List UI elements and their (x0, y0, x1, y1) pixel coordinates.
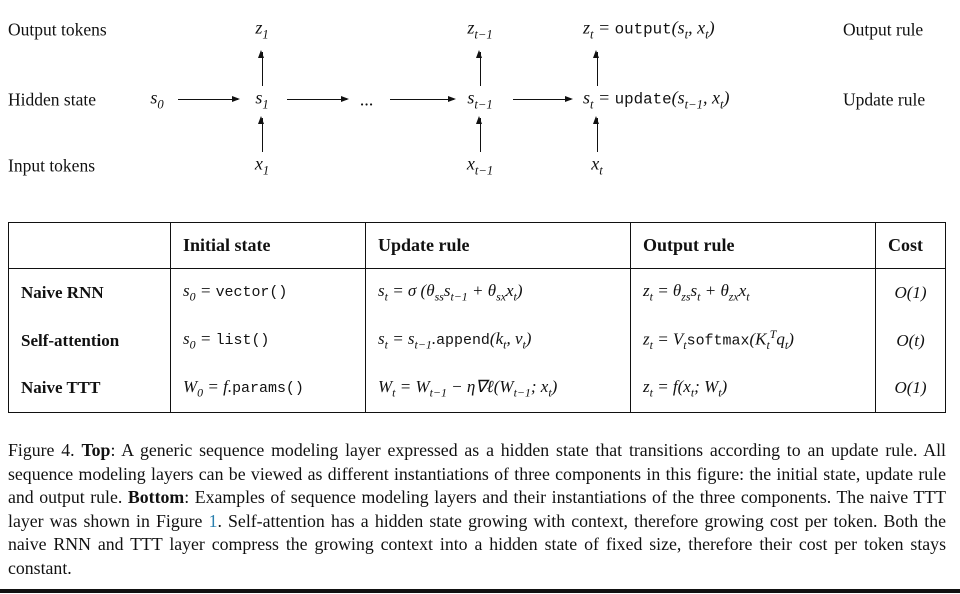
cell-attn-output: zt = Vtsoftmax(KtTqt) (630, 316, 876, 365)
arrow-up-icon (258, 116, 265, 152)
row-label-naive-ttt: Naive TTT (21, 378, 101, 398)
caption-text-segment: Bottom (127, 487, 185, 507)
node-ellipsis: ... (360, 89, 374, 110)
caption-text-segment: . Self-attention has a hidden state grow… (8, 510, 946, 578)
sequence-layer-diagram: Output tokens Hidden state Input tokens … (0, 0, 960, 205)
arrow-right-icon (287, 95, 349, 102)
arrow-up-icon (258, 50, 265, 86)
figure-caption: Figure 4. Top: A generic sequence modeli… (8, 439, 946, 580)
header-initial-state: Initial state (170, 222, 366, 269)
cell-rnn-cost: O(1) (875, 268, 946, 317)
cell-rnn-output: zt = θzsst + θzxxt (630, 268, 876, 317)
header-empty (8, 222, 171, 269)
header-update-rule: Update rule (365, 222, 631, 269)
arrow-up-icon (593, 116, 600, 152)
cell-ttt-initial: W0 = f.params() (170, 364, 366, 413)
node-zt-output-rule: zt = output(st, xt) (583, 17, 715, 42)
arrow-right-icon (390, 95, 456, 102)
figure-1-link[interactable]: 1 (208, 510, 218, 531)
page-rule-divider (0, 589, 960, 593)
caption-text-segment: : A generic sequence modeling layer expr… (8, 440, 946, 507)
node-xt: xt (591, 153, 603, 178)
header-output-rule: Output rule (630, 222, 876, 269)
cell-attn-cost: O(t) (875, 316, 946, 365)
cell-ttt-update: Wt = Wt−1 − η∇ℓ(Wt−1; xt) (365, 364, 631, 413)
cell-attn-initial: s0 = list() (170, 316, 366, 365)
cell-rnn-update: st = σ (θssst−1 + θsxxt) (365, 268, 631, 317)
arrow-up-icon (476, 116, 483, 152)
sequence-layers-table: Initial state Update rule Output rule Co… (8, 222, 946, 413)
row-label-input-tokens: Input tokens (8, 155, 96, 176)
node-x1: x1 (254, 153, 270, 178)
table-row-naive-ttt: Naive TTT W0 = f.params() Wt = Wt−1 − η∇… (9, 364, 946, 413)
arrow-up-icon (476, 50, 483, 86)
table-row-naive-rnn: Naive RNN s0 = vector() st = σ (θssst−1 … (9, 268, 946, 317)
node-xt1: xt−1 (466, 153, 494, 178)
node-z1: z1 (255, 17, 269, 42)
node-zt1: zt−1 (467, 17, 493, 42)
arrow-right-icon (513, 95, 573, 102)
node-st-update-rule: st = update(st−1, xt) (583, 87, 730, 112)
cell-rnn-initial: s0 = vector() (170, 268, 366, 317)
caption-text-segment: : Examples of sequence modeling layers a… (8, 487, 946, 531)
arrow-right-icon (178, 95, 240, 102)
cell-attn-update: st = st−1.append(kt, vt) (365, 316, 631, 365)
caption-text-segment: Top (81, 440, 111, 460)
arrow-up-icon (593, 50, 600, 86)
header-cost: Cost (875, 222, 946, 269)
table-row-self-attention: Self-attention s0 = list() st = st−1.app… (9, 316, 946, 365)
node-st1: st−1 (467, 87, 493, 112)
label-update-rule: Update rule (843, 89, 926, 110)
row-label-output-tokens: Output tokens (8, 19, 107, 40)
node-s1: s1 (255, 87, 269, 112)
row-label-self-attention: Self-attention (21, 330, 120, 350)
cell-ttt-cost: O(1) (875, 364, 946, 413)
label-output-rule: Output rule (843, 19, 924, 40)
node-s0: s0 (150, 87, 164, 112)
caption-text-segment: Figure 4. (8, 440, 82, 460)
cell-ttt-output: zt = f(xt; Wt) (630, 364, 876, 413)
table-header-row: Initial state Update rule Output rule Co… (8, 222, 946, 269)
row-label-naive-rnn: Naive RNN (21, 282, 104, 302)
row-label-hidden-state: Hidden state (8, 89, 96, 110)
